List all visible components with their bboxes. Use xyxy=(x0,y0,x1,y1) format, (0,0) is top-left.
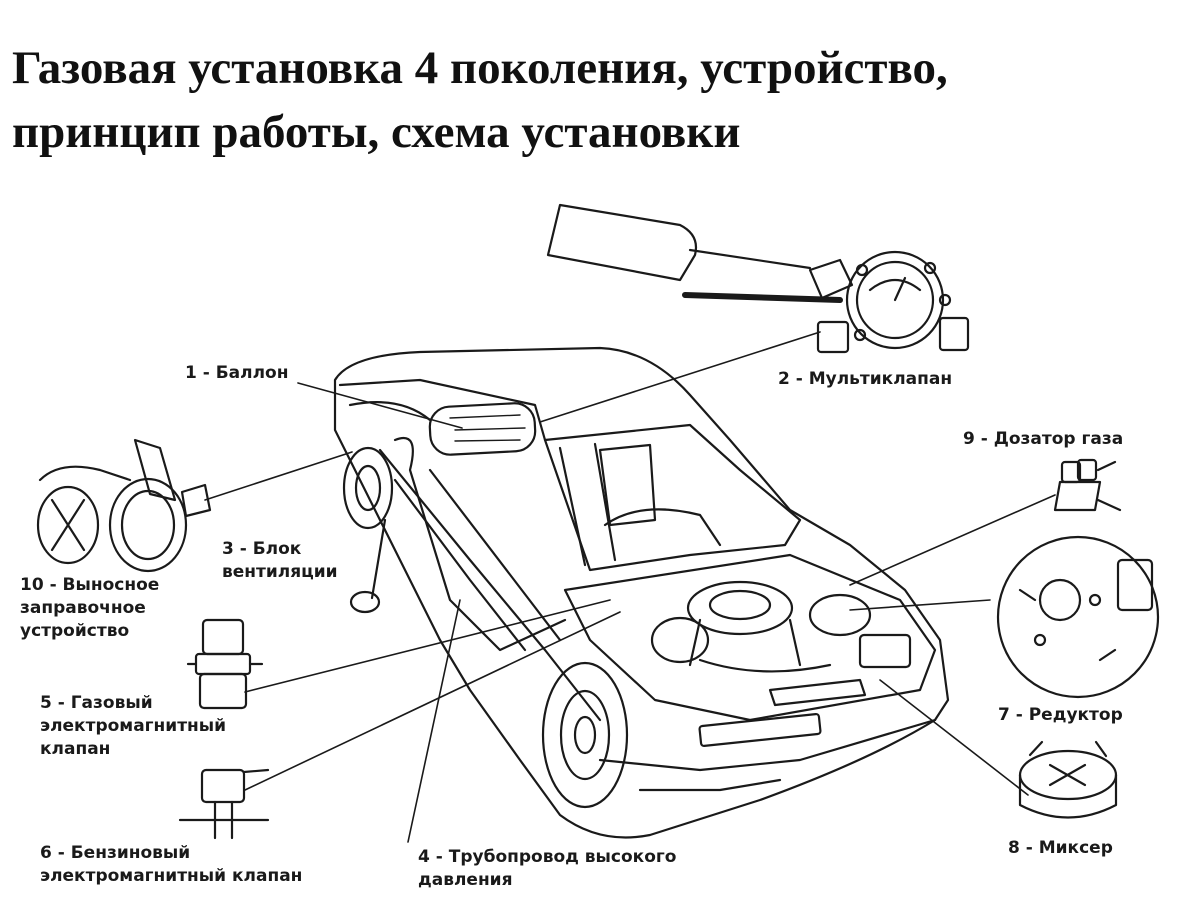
vent-block-drawing xyxy=(349,518,387,614)
label-petrol-valve-line-1: 6 - Бензиновый xyxy=(40,843,191,863)
label-refuel-device-line-1: 10 - Выносное xyxy=(20,575,160,595)
label-cylinder-line: 1 - Баллон xyxy=(185,363,289,383)
label-multivalve: 2 - Мультиклапан xyxy=(778,368,952,391)
label-reducer: 7 - Редуктор xyxy=(998,704,1123,727)
label-gas-valve-line-1: 5 - Газовый xyxy=(40,693,153,713)
label-gas-doser: 9 - Дозатор газа xyxy=(963,428,1123,451)
label-reducer-line: 7 - Редуктор xyxy=(998,705,1123,725)
label-vent-block: 3 - Блок вентиляции xyxy=(222,538,338,584)
title-line-2: принцип работы, схема установки xyxy=(12,106,741,158)
cylinder-detail-drawing xyxy=(546,203,843,303)
reducer-drawing xyxy=(996,535,1160,699)
multivalve-drawing xyxy=(808,250,970,354)
page-title: Газовая установка 4 поколения, устройств… xyxy=(12,36,1192,164)
label-pipeline-line-2: давления xyxy=(418,870,513,890)
label-multivalve-line: 2 - Мультиклапан xyxy=(778,369,953,389)
label-gas-valve: 5 - Газовый электромагнитный клапан xyxy=(40,692,226,761)
label-mixer: 8 - Миксер xyxy=(1008,837,1113,860)
label-gas-valve-line-3: клапан xyxy=(40,739,111,759)
label-pipeline-line-1: 4 - Трубопровод высокого xyxy=(418,847,677,867)
petrol-valve-drawing xyxy=(178,768,270,840)
title-line-1: Газовая установка 4 поколения, устройств… xyxy=(12,42,948,94)
label-mixer-line: 8 - Миксер xyxy=(1008,838,1113,858)
label-vent-block-line-2: вентиляции xyxy=(222,562,338,582)
refuel-device-drawing xyxy=(36,438,212,573)
mixer-drawing xyxy=(1018,740,1118,819)
label-cylinder: 1 - Баллон xyxy=(185,362,288,385)
label-gas-valve-line-2: электромагнитный xyxy=(40,716,227,736)
label-vent-block-line-1: 3 - Блок xyxy=(222,539,302,559)
label-refuel-device-line-2: заправочное xyxy=(20,598,146,618)
label-petrol-valve: 6 - Бензиновый электромагнитный клапан xyxy=(40,842,302,888)
label-gas-doser-line: 9 - Дозатор газа xyxy=(963,429,1124,449)
label-refuel-device-line-3: устройство xyxy=(20,621,130,641)
label-pipeline: 4 - Трубопровод высокого давления xyxy=(418,846,676,892)
gas-doser-drawing xyxy=(1053,458,1122,512)
gas-valve-drawing xyxy=(186,618,264,710)
label-refuel-device: 10 - Выносное заправочное устройство xyxy=(20,574,159,643)
leader-lines xyxy=(204,331,1056,843)
car-drawing xyxy=(333,346,950,839)
label-petrol-valve-line-2: электромагнитный клапан xyxy=(40,866,303,886)
